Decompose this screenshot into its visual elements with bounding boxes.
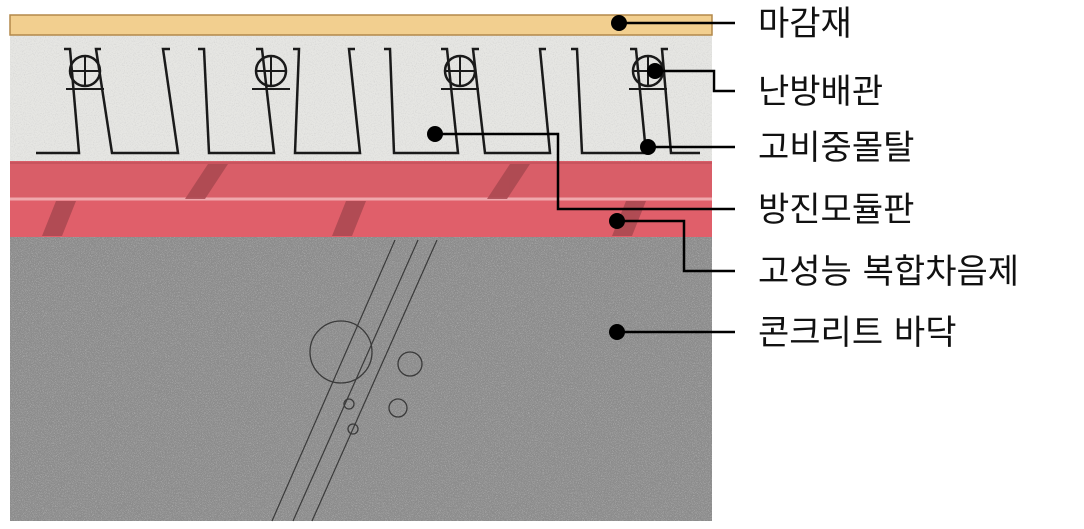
label-pipe: 난방배관	[758, 72, 883, 112]
dot-finish	[611, 15, 627, 31]
label-module: 방진모듈판	[758, 190, 914, 230]
dot-insulation	[609, 213, 625, 229]
leader-pipe	[655, 69, 735, 93]
layer-labels: 마감재 난방배관 고비중몰탈 방진모듈판 고성능 복합차음제 콘크리트 바닥	[758, 4, 1019, 353]
concrete-layer	[10, 237, 712, 522]
leader-insulation	[617, 219, 735, 273]
callout-dots	[427, 15, 663, 340]
label-finish: 마감재	[758, 4, 852, 44]
dot-mortar	[640, 139, 656, 155]
heating-pipe-icon	[66, 54, 104, 90]
concrete-air-voids	[309, 320, 423, 435]
label-insulation: 고성능 복합차음제	[758, 252, 1019, 292]
concrete-crack-lines	[271, 239, 438, 522]
callouts	[435, 21, 735, 334]
dot-pipe	[647, 63, 663, 79]
dot-concrete	[609, 324, 625, 340]
finish-layer	[9, 14, 713, 36]
label-mortar: 고비중몰탈	[758, 128, 914, 168]
mortar-layer	[10, 35, 712, 161]
label-concrete: 콘크리트 바닥	[758, 313, 957, 353]
dot-module	[427, 126, 443, 142]
heating-pipe-icon	[252, 54, 290, 90]
leader-module	[435, 132, 735, 211]
insulation-module-layer	[10, 161, 712, 237]
heating-pipe-icon	[441, 54, 479, 90]
module-profile-line	[36, 47, 700, 155]
